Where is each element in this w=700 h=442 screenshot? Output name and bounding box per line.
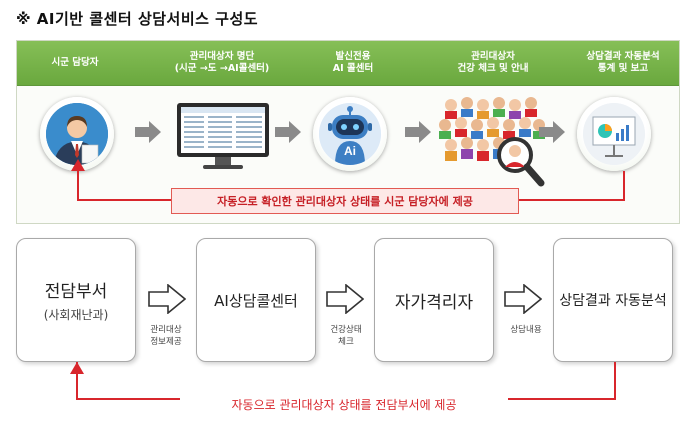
flow-arrow-icon	[405, 121, 431, 143]
top-panel: 시군 담당자 관리대상자 명단 (시군 →도 →AI콜센터) 발신전용 AI 콜…	[16, 40, 680, 224]
step-label: 발신전용 AI 콜센터	[332, 51, 374, 74]
box-ai-callcenter: AI상담콜센터	[196, 238, 316, 362]
feedback-text: 자동으로 관리대상자 상태를 전담부서에 제공	[180, 396, 508, 413]
panel-header: 시군 담당자 관리대상자 명단 (시군 →도 →AI콜센터) 발신전용 AI 콜…	[17, 41, 679, 86]
step-label: 상담결과 자동분석 통계 및 보고	[586, 51, 660, 74]
box-dedicated-dept: 전담부서 (사회재난과)	[16, 238, 136, 362]
flow-arrow-icon	[135, 121, 161, 143]
feedback-banner: 자동으로 확인한 관리대상자 상태를 시군 담당자에 제공	[171, 188, 519, 214]
box-main-label: 전담부서	[44, 282, 108, 302]
monitor-icon	[175, 101, 271, 171]
flow-note: 상담내용	[510, 325, 542, 335]
loop-arrow-head-icon	[71, 159, 85, 171]
flow-arrow-icon	[275, 121, 301, 143]
step-label: 시군 담당자	[51, 57, 99, 68]
step-label: 관리대상자 명단 (시군 →도 →AI콜센터)	[174, 51, 270, 74]
flow-arrow-icon	[326, 284, 364, 314]
ai-robot-icon: Ai	[313, 97, 387, 171]
box-main-label: 상담결과 자동분석	[559, 293, 667, 309]
box-sub-label: (사회재난과)	[43, 308, 109, 322]
page-title: ※ AI기반 콜센터 상담서비스 구성도	[16, 10, 259, 28]
flow-arrow-icon	[504, 284, 542, 314]
flow-arrow-icon	[539, 121, 565, 143]
box-main-label: AI상담콜센터	[214, 291, 298, 310]
step-label: 관리대상자 건강 체크 및 안내	[457, 51, 529, 74]
feedback-loop-line	[76, 362, 616, 400]
crowd-magnifier-icon	[437, 93, 547, 189]
ai-badge: Ai	[344, 144, 356, 158]
person-icon	[40, 97, 114, 171]
flow-note: 관리대상 정보제공	[150, 325, 182, 347]
box-self-quarantine: 자가격리자	[374, 238, 494, 362]
report-board-icon	[577, 97, 651, 171]
box-result-analysis: 상담결과 자동분석	[553, 238, 673, 362]
flow-arrow-icon	[148, 284, 186, 314]
flow-note: 건강상태 체크	[330, 325, 362, 347]
box-main-label: 자가격리자	[394, 292, 474, 313]
loop-arrow-head-icon	[70, 362, 84, 374]
